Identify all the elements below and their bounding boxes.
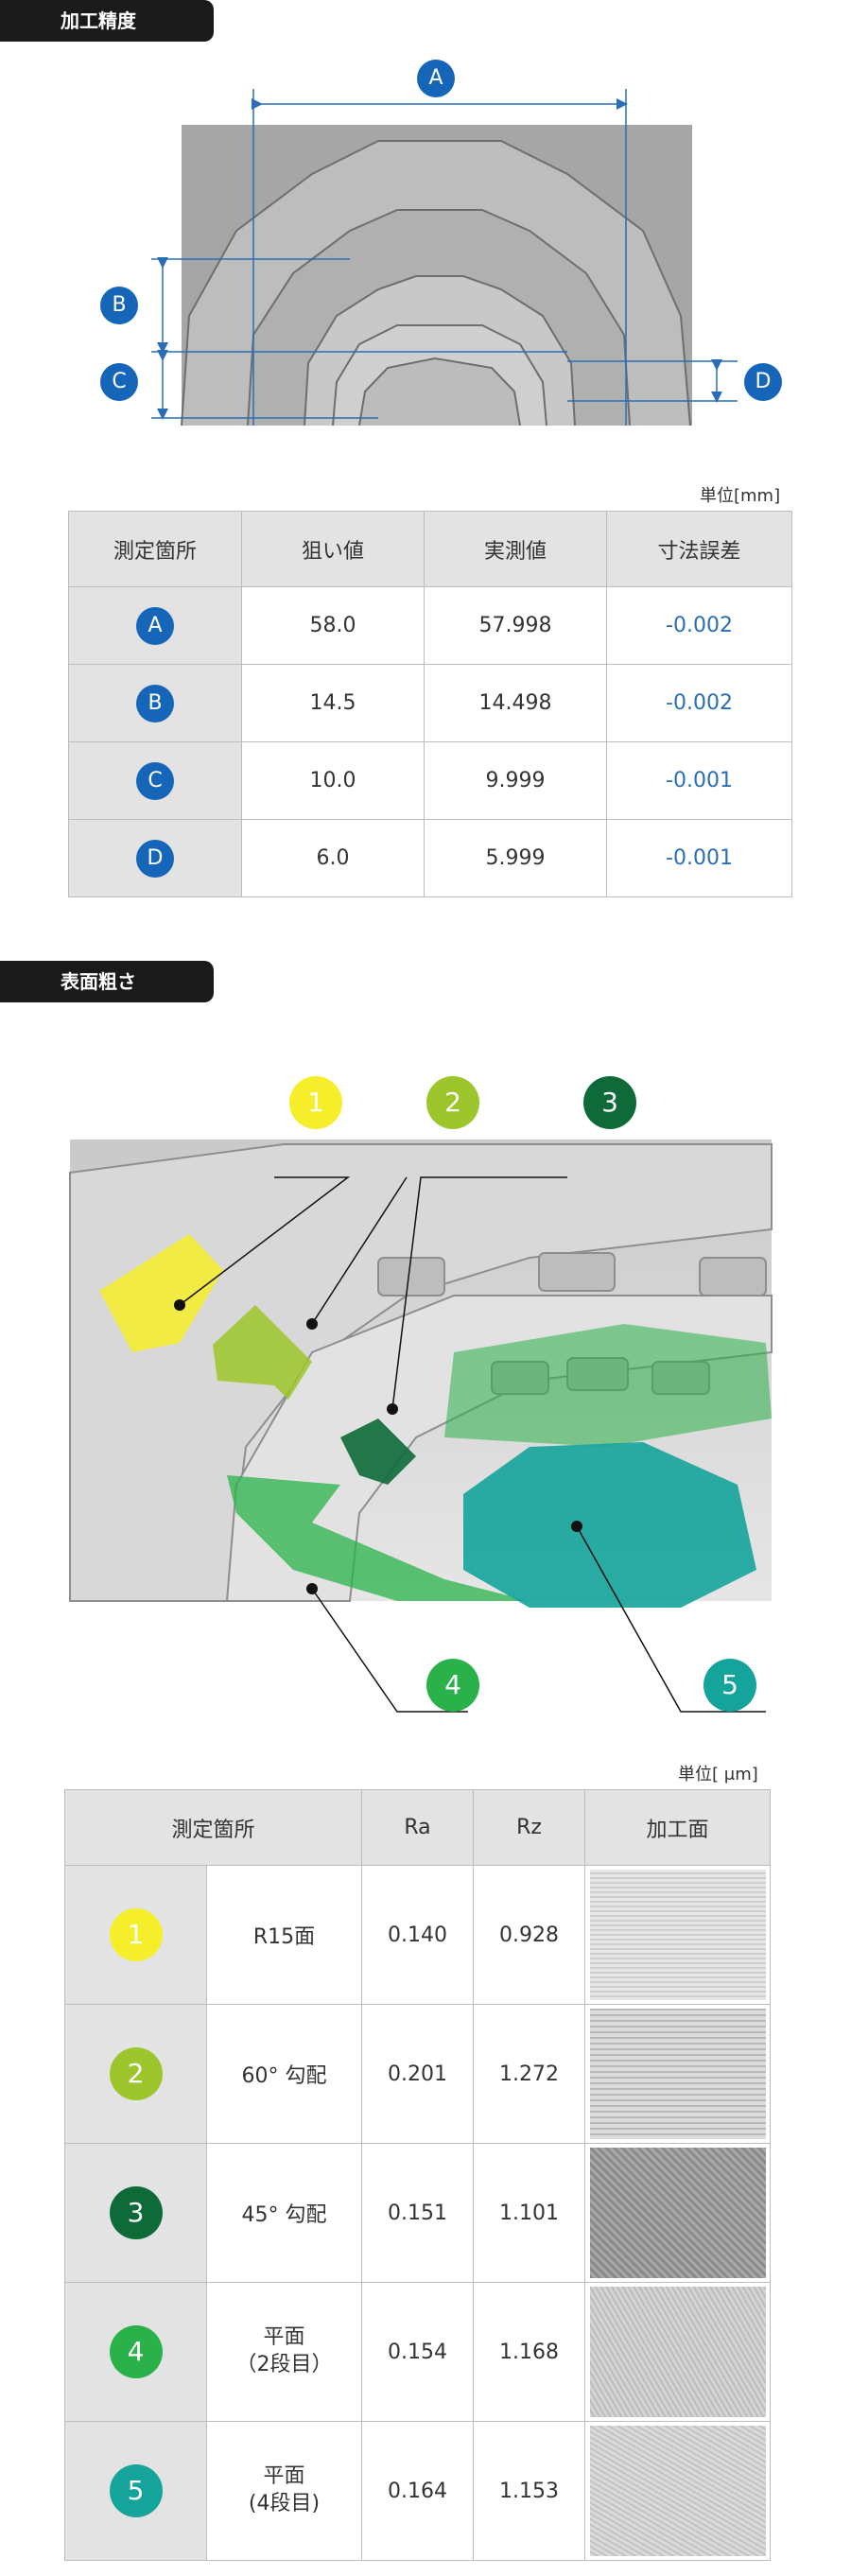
ra-value: 0.151 xyxy=(361,2143,475,2283)
point-name: 60° 勾配 xyxy=(205,2004,363,2144)
table-header: 測定箇所 xyxy=(63,1789,363,1866)
measured-value: 9.999 xyxy=(424,741,607,820)
dim-label-b: B xyxy=(100,287,138,324)
point-badge: 4 xyxy=(109,2325,163,2378)
point-badge: C xyxy=(136,761,174,800)
roughness-table: 測定箇所 Ra Rz 加工面 1 R15面 0.140 0.928 2 60° … xyxy=(63,1789,772,2561)
ra-value: 0.164 xyxy=(361,2421,475,2561)
point-badge: 2 xyxy=(109,2047,163,2100)
roughness-marker-4: 4 xyxy=(426,1659,479,1712)
point-badge: A xyxy=(136,606,174,645)
surface-image xyxy=(589,2009,766,2139)
zone-3 xyxy=(340,1419,416,1485)
zone-4 xyxy=(227,1475,530,1601)
point-name: R15面 xyxy=(205,1865,363,2005)
roughness-diagram xyxy=(69,1140,773,1713)
measured-value: 14.498 xyxy=(424,664,607,742)
section-tag-accuracy: 加工精度 xyxy=(0,0,214,42)
roughness-marker-1: 1 xyxy=(289,1076,342,1129)
unit-label-mm: 単位[mm] xyxy=(700,486,781,506)
accuracy-table: 測定箇所 狙い値 実測値 寸法誤差 A 58.0 57.998 -0.002 B… xyxy=(68,511,792,897)
target-value: 14.5 xyxy=(241,664,425,742)
rz-value: 0.928 xyxy=(473,1865,586,2005)
section-tag-label: 表面粗さ xyxy=(61,970,136,993)
surface-image xyxy=(589,2426,766,2556)
roughness-marker-5: 5 xyxy=(703,1659,756,1712)
point-badge: 1 xyxy=(109,1908,163,1961)
point-badge: 5 xyxy=(109,2464,163,2517)
surface-image xyxy=(589,2287,766,2417)
table-header: Rz xyxy=(473,1789,586,1866)
rz-value: 1.153 xyxy=(473,2421,586,2561)
table-header: 加工面 xyxy=(584,1789,772,1866)
dim-label-d: D xyxy=(744,363,782,401)
table-header: 狙い値 xyxy=(241,511,425,587)
zone-2 xyxy=(213,1305,312,1400)
error-value: -0.001 xyxy=(606,741,792,820)
table-header: Ra xyxy=(361,1789,475,1866)
target-value: 6.0 xyxy=(241,819,425,897)
zone-4b xyxy=(444,1324,772,1447)
rz-value: 1.168 xyxy=(473,2282,586,2422)
surface-image xyxy=(589,1870,766,2000)
dim-label-c: C xyxy=(100,363,138,401)
table-row: A 58.0 57.998 -0.002 xyxy=(68,586,792,665)
roughness-marker-2: 2 xyxy=(426,1076,479,1129)
point-badge: B xyxy=(136,684,174,722)
table-header: 測定箇所 xyxy=(68,511,242,587)
roughness-marker-3: 3 xyxy=(583,1076,636,1129)
rz-value: 1.272 xyxy=(473,2004,586,2144)
error-value: -0.002 xyxy=(606,664,792,742)
table-row: 1 R15面 0.140 0.928 xyxy=(64,1865,772,2005)
table-row: 4 平面 （2段目） 0.154 1.168 xyxy=(64,2282,772,2422)
point-name: 平面 （2段目） xyxy=(205,2282,363,2422)
section-tag-label: 加工精度 xyxy=(61,9,136,32)
table-row: 2 60° 勾配 0.201 1.272 xyxy=(64,2004,772,2144)
measured-value: 5.999 xyxy=(424,819,607,897)
ra-value: 0.201 xyxy=(361,2004,475,2144)
surface-image xyxy=(589,2148,766,2278)
table-row: 5 平面 (4段目) 0.164 1.153 xyxy=(64,2421,772,2561)
zone-1 xyxy=(99,1234,223,1352)
target-value: 58.0 xyxy=(241,586,425,665)
ra-value: 0.154 xyxy=(361,2282,475,2422)
rz-value: 1.101 xyxy=(473,2143,586,2283)
table-row: B 14.5 14.498 -0.002 xyxy=(68,664,792,742)
point-name: 45° 勾配 xyxy=(205,2143,363,2283)
dim-label-a: A xyxy=(417,60,455,97)
unit-label-um: 単位[ μm] xyxy=(678,1765,758,1784)
table-header: 寸法誤差 xyxy=(606,511,792,587)
table-row: 3 45° 勾配 0.151 1.101 xyxy=(64,2143,772,2283)
section-tag-roughness: 表面粗さ xyxy=(0,961,214,1002)
point-badge: 3 xyxy=(109,2186,163,2239)
error-value: -0.001 xyxy=(606,819,792,897)
measured-value: 57.998 xyxy=(424,586,607,665)
point-badge: D xyxy=(136,839,174,878)
table-header: 実測値 xyxy=(424,511,607,587)
table-row: D 6.0 5.999 -0.001 xyxy=(68,819,792,897)
error-value: -0.002 xyxy=(606,586,792,665)
target-value: 10.0 xyxy=(241,741,425,820)
point-name: 平面 (4段目) xyxy=(205,2421,363,2561)
ra-value: 0.140 xyxy=(361,1865,475,2005)
accuracy-diagram xyxy=(151,89,738,426)
zone-5 xyxy=(463,1442,756,1608)
table-row: C 10.0 9.999 -0.001 xyxy=(68,741,792,820)
